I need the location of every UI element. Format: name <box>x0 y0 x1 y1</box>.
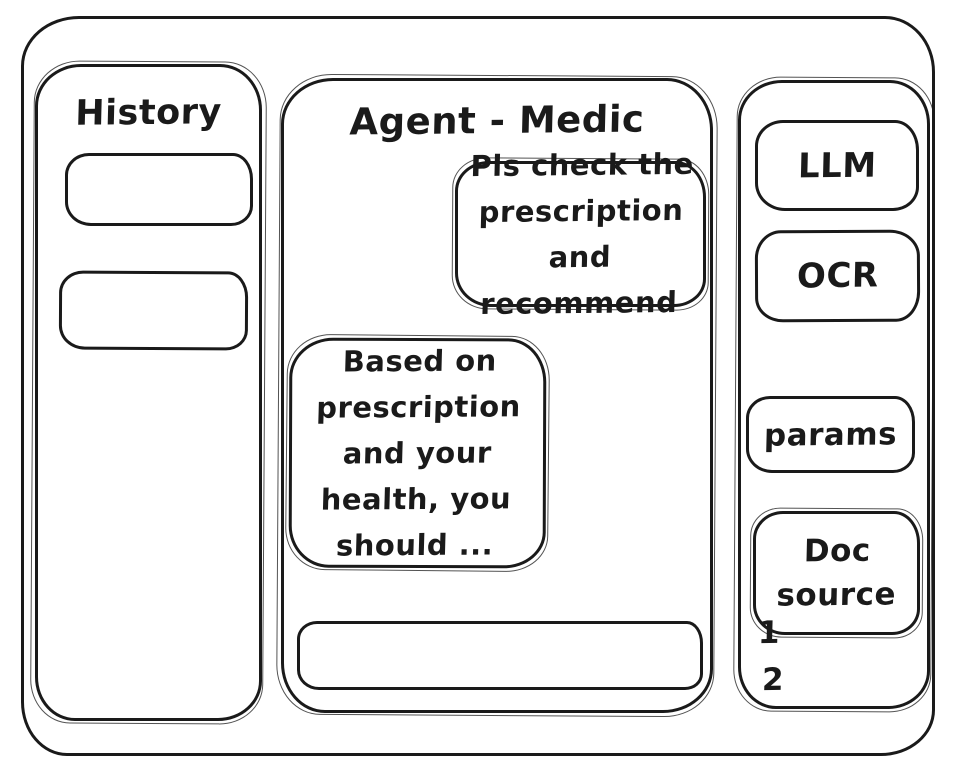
chat-message-user: Pls check the prescription and recommend <box>455 147 706 321</box>
history-sidebar: History <box>35 64 262 721</box>
tools-sidebar: LLM OCR params Doc source 1 2 <box>738 80 930 709</box>
chat-message-assistant: Based on prescription and your health, y… <box>288 337 547 569</box>
history-title: History <box>74 92 223 134</box>
params-button-label: params <box>763 415 898 454</box>
ocr-button-label: OCR <box>796 255 879 297</box>
doc-source-button[interactable]: Doc source <box>753 511 920 635</box>
doc-source-button-label: Doc source <box>775 532 897 614</box>
llm-button-label: LLM <box>797 145 877 186</box>
llm-button[interactable]: LLM <box>755 120 919 211</box>
params-button[interactable]: params <box>746 396 915 473</box>
chat-message-assistant-text: Based on prescription and your health, y… <box>316 343 522 563</box>
doc-source-item-2[interactable]: 2 <box>761 661 785 699</box>
chat-panel: Agent - Medic Pls check the prescription… <box>281 78 713 713</box>
history-item[interactable] <box>65 153 253 226</box>
chat-title: Agent - Medic <box>349 97 645 144</box>
doc-source-item-1[interactable]: 1 <box>757 614 781 652</box>
history-item[interactable] <box>58 270 249 351</box>
chat-input[interactable] <box>297 621 703 690</box>
chat-message-user-text: Pls check the prescription and recommend <box>470 146 695 322</box>
ocr-button[interactable]: OCR <box>754 229 921 323</box>
